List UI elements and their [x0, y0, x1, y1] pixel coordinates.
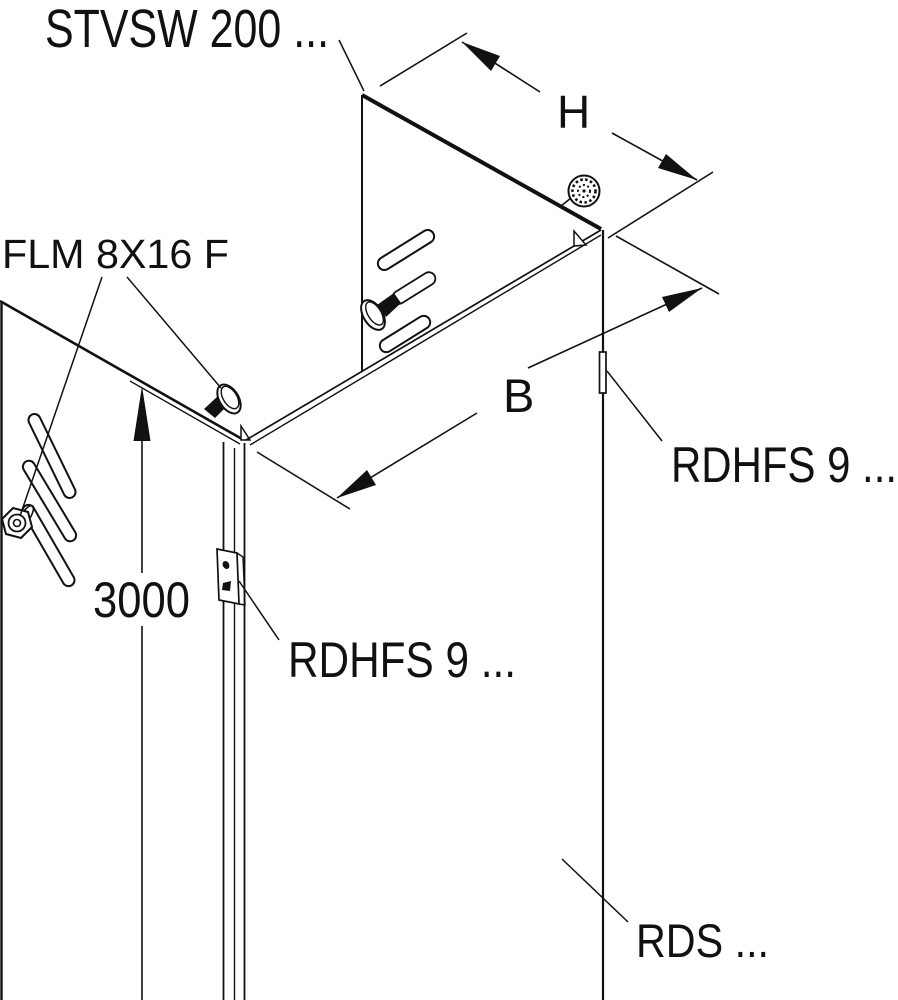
nut-bore — [12, 518, 22, 528]
h-arrowhead-left — [462, 42, 500, 71]
left-panel-slot-3 — [21, 503, 76, 588]
knob-knurl-inner — [577, 184, 591, 198]
label-flm-8x16-f: FLM 8X16 F — [2, 231, 229, 277]
h-extension-line-left — [379, 32, 468, 87]
dimension-b: B — [256, 235, 720, 510]
knob-knurl-outer — [571, 178, 597, 204]
leader-rds — [561, 858, 629, 923]
left-panel-slot-1 — [27, 413, 77, 499]
leader-flm-to-nut — [19, 276, 103, 517]
leader-lines — [19, 39, 663, 923]
label-rdhfs-9-corner: RDHFS 9 ... — [288, 632, 516, 688]
left-panel-slot-2 — [21, 459, 78, 543]
h-extension-line-right — [607, 171, 714, 239]
corner-tab-right — [573, 228, 588, 247]
connector-plate-face — [216, 547, 240, 606]
dim-3000-arrowhead-up — [133, 386, 151, 441]
corner-screw-head-rim — [220, 385, 240, 410]
connector-hole-bottom — [222, 581, 231, 591]
b-extension-line-bottom — [256, 451, 351, 510]
nut-inner-ring — [7, 513, 27, 533]
h-arrowhead-right — [658, 154, 697, 180]
knurled-knob — [560, 174, 601, 208]
left-panel-top-edge-lip — [129, 380, 241, 445]
dim-label-b: B — [503, 369, 534, 422]
back-panel — [360, 93, 602, 371]
right-panel — [245, 228, 607, 1000]
connector-plate-fold — [236, 552, 246, 606]
left-panel — [0, 299, 243, 1000]
back-panel-top-edge — [361, 93, 602, 231]
right-panel-top-edge-lip — [249, 234, 602, 446]
leader-rdhfs-side — [606, 370, 663, 442]
b-arrowhead-bottom — [337, 470, 376, 498]
corner-tab-left — [240, 423, 252, 441]
leader-flm-to-screw — [126, 276, 222, 389]
hex-nut — [0, 504, 35, 540]
label-stvsw-200: STVSW 200 ... — [45, 0, 329, 59]
back-panel-slot-top — [376, 228, 436, 272]
dim-label-3000: 3000 — [93, 572, 190, 628]
flm-screw-back-panel — [360, 271, 437, 331]
leader-stvsw — [338, 39, 365, 92]
part-labels: STVSW 200 ... FLM 8X16 F RDHFS 9 ... RDH… — [2, 0, 897, 967]
b-arrowhead-top — [662, 288, 702, 312]
screw-head-rim — [364, 301, 385, 326]
corner-post — [216, 423, 252, 1000]
screw-knurl-collar — [377, 293, 401, 317]
rdhfs-connector-edge-on — [598, 351, 607, 394]
knob-stem — [560, 197, 572, 207]
nut-body — [0, 506, 34, 540]
label-rdhfs-9-side: RDHFS 9 ... — [671, 437, 897, 493]
dimension-h: H — [379, 32, 714, 239]
label-rds: RDS ... — [636, 914, 769, 967]
rdhfs-connector-plate — [216, 547, 246, 606]
left-panel-top-edge — [0, 299, 243, 441]
knob-center — [582, 189, 586, 193]
connector-hole-top — [222, 560, 230, 570]
dimension-3000: 3000 — [93, 386, 190, 1000]
right-panel-top-edge — [245, 229, 602, 441]
flm-screw-corner — [204, 383, 242, 418]
dim-label-h: H — [557, 86, 590, 138]
leader-rdhfs-corner — [238, 580, 280, 641]
b-extension-line-top — [615, 235, 720, 295]
back-panel-slot-bottom — [378, 314, 432, 354]
